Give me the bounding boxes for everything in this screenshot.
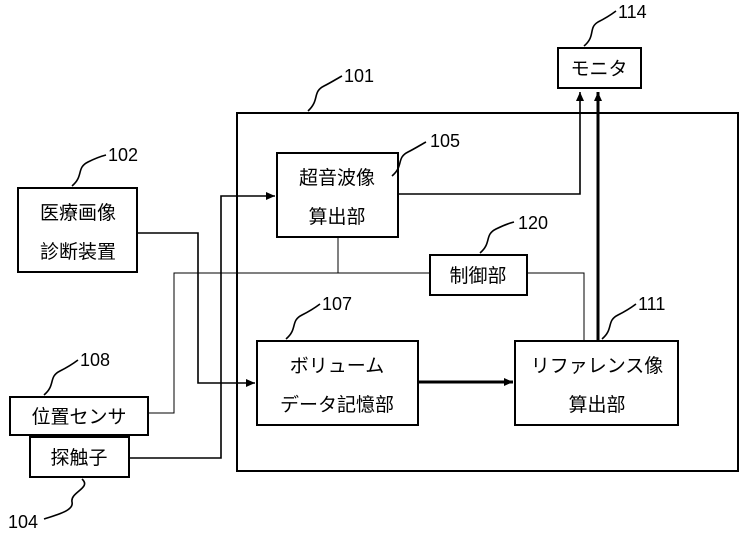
probe-to-ultrasound-line <box>129 196 275 458</box>
ref-101: 101 <box>344 66 374 86</box>
leader-107 <box>286 304 320 339</box>
volume-storage-label-2: データ記憶部 <box>280 394 394 416</box>
monitor-label: モニタ <box>570 58 627 80</box>
position-sensor-label: 位置センサ <box>31 406 126 428</box>
ref-114: 114 <box>618 2 647 22</box>
leader-114 <box>584 11 616 46</box>
reference-calc-label-2: 算出部 <box>568 394 625 416</box>
ref-108: 108 <box>80 350 110 370</box>
medical-device-label-2: 診断装置 <box>40 241 116 263</box>
medical-device-label-1: 医療画像 <box>40 202 116 224</box>
ultrasound-calc-label-1: 超音波像 <box>299 167 375 189</box>
leader-108 <box>44 360 78 395</box>
ref-104: 104 <box>8 512 38 532</box>
reference-calc-label-1: リファレンス像 <box>531 355 664 377</box>
ultrasound-calc-label-2: 算出部 <box>308 206 365 228</box>
control-label: 制御部 <box>449 265 506 287</box>
ref-120: 120 <box>518 213 548 233</box>
probe-label: 探触子 <box>50 447 107 469</box>
leader-104 <box>44 479 85 519</box>
leader-101 <box>308 76 342 111</box>
leader-111 <box>602 304 636 339</box>
leader-102 <box>72 155 106 186</box>
ref-107: 107 <box>322 294 352 314</box>
leader-120 <box>480 222 514 253</box>
volume-storage-label-1: ボリューム <box>290 355 384 377</box>
control-to-reference-line <box>527 273 584 341</box>
ref-111: 111 <box>638 294 665 314</box>
ref-102: 102 <box>108 145 138 165</box>
ref-105: 105 <box>430 131 460 151</box>
